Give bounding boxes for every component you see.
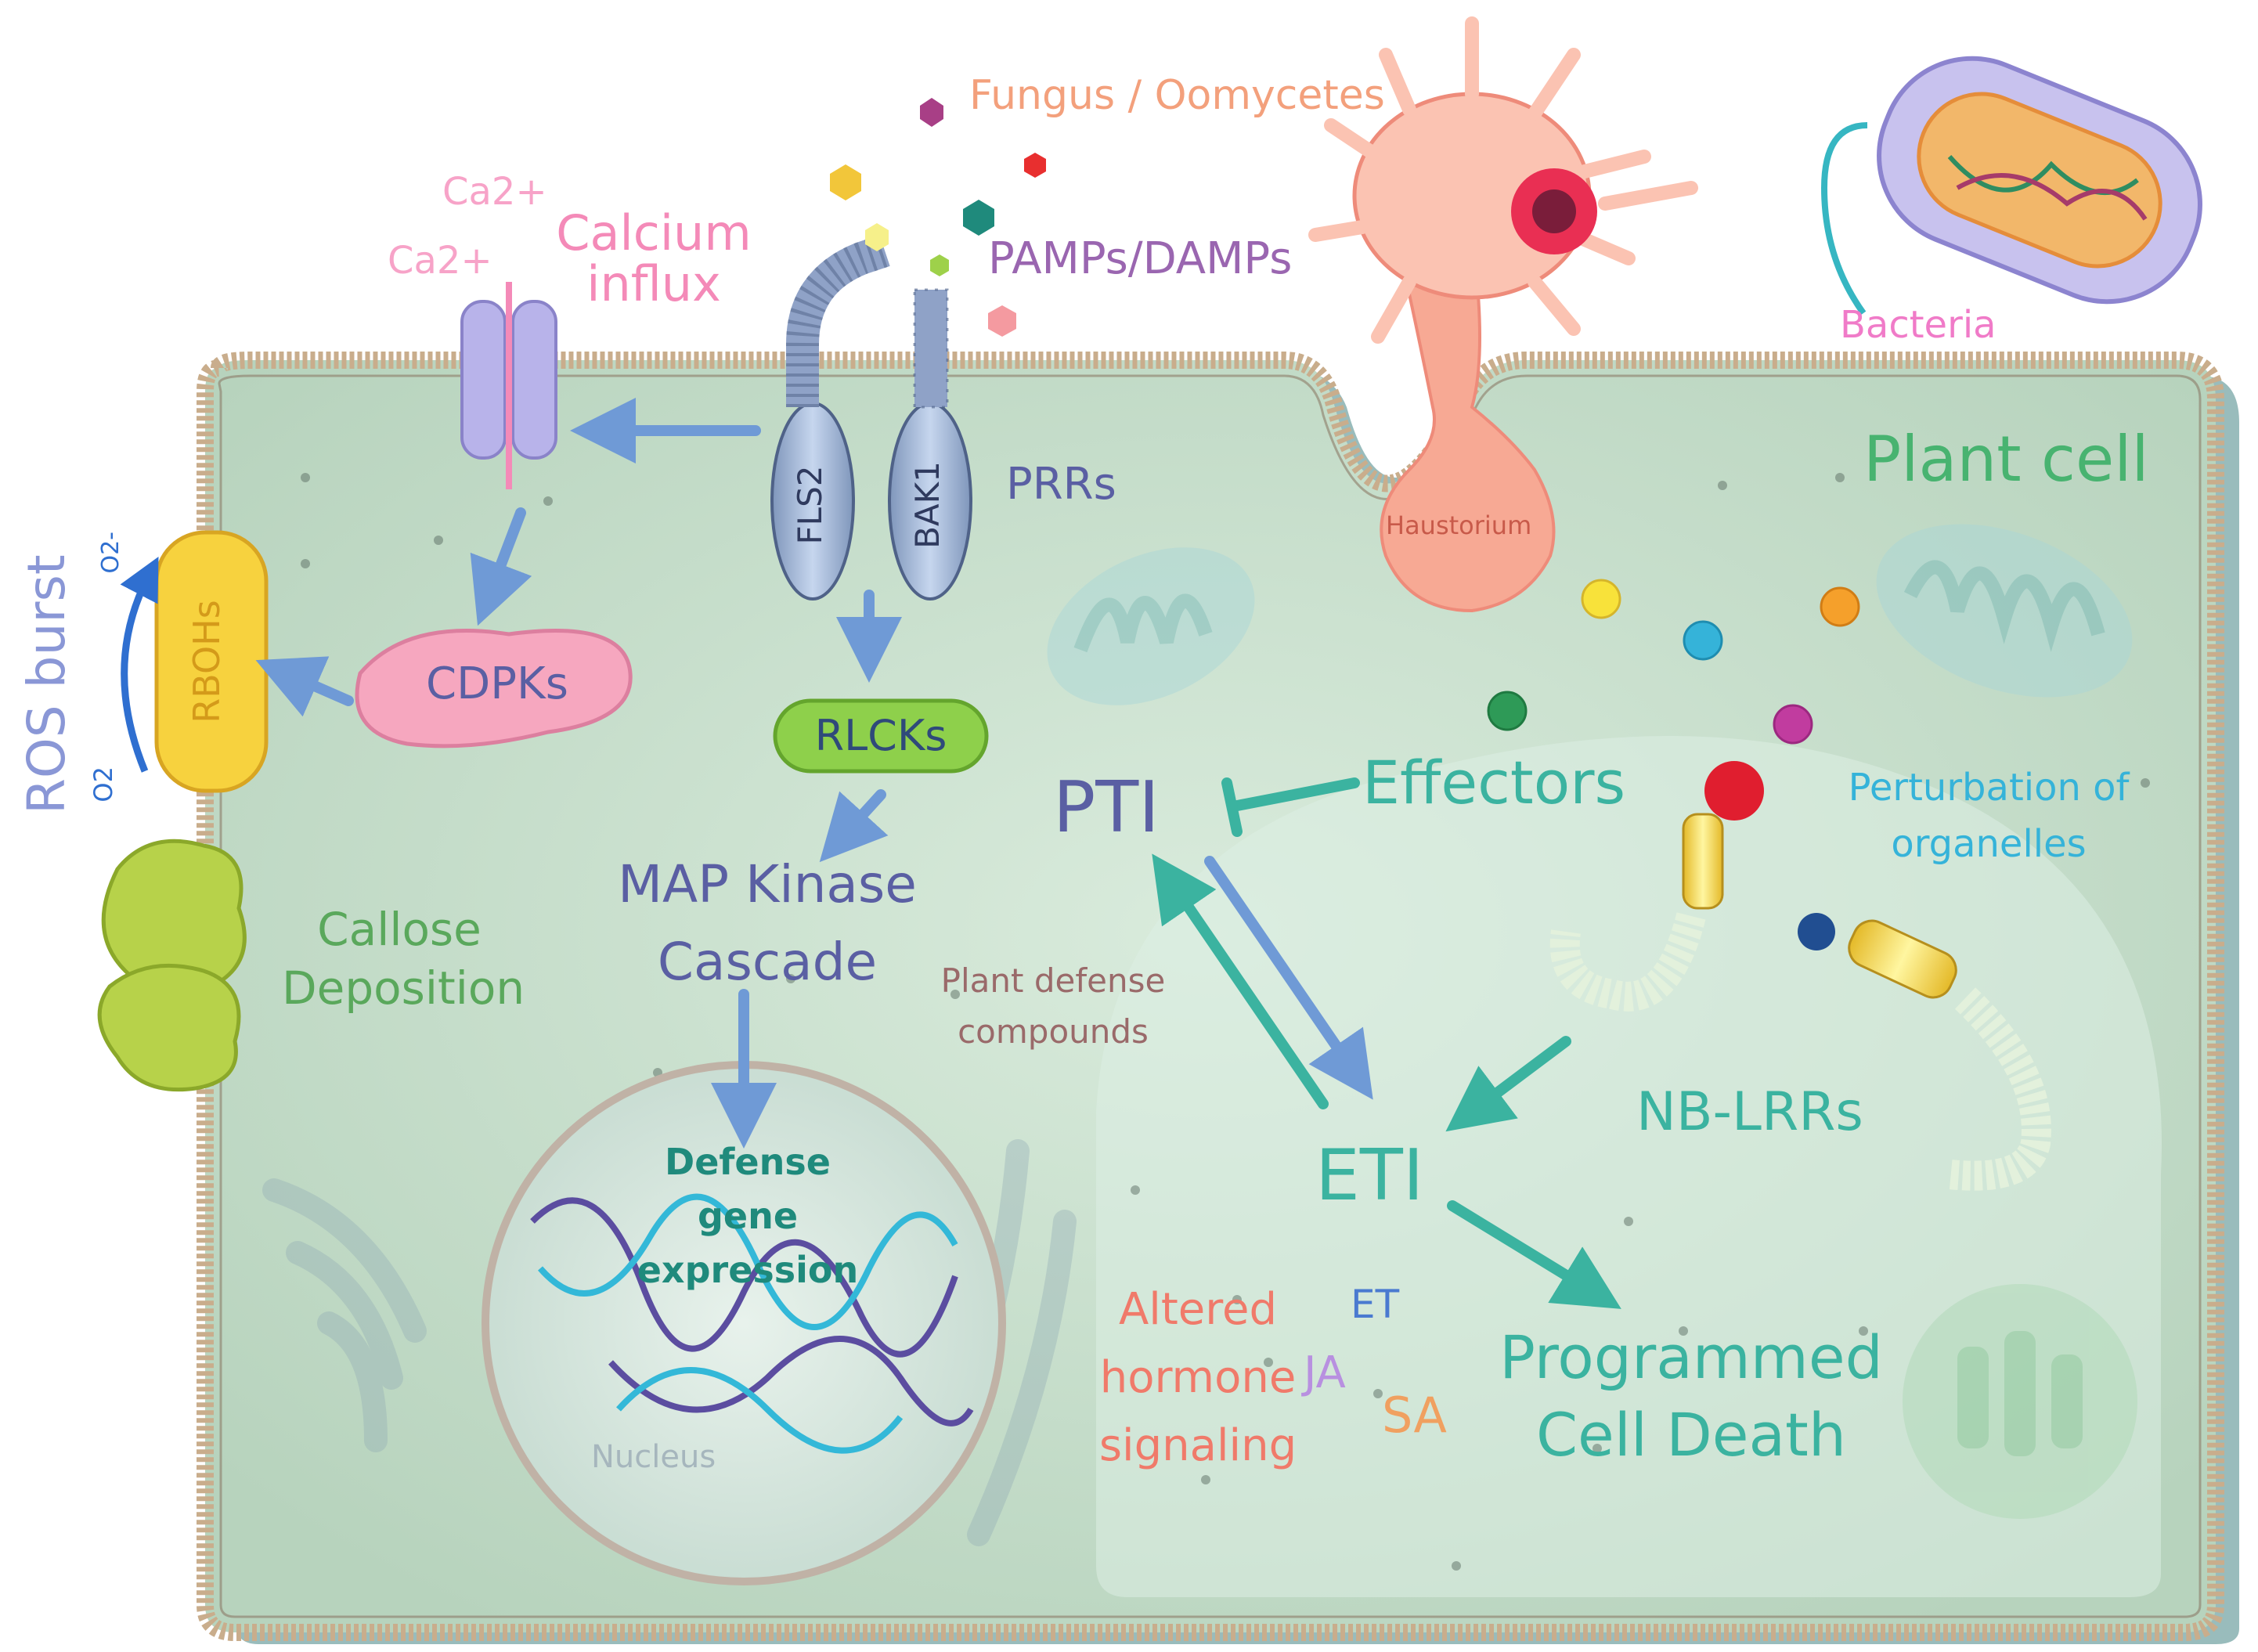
prrs-label: PRRs — [1006, 459, 1116, 510]
altered-hormone-label: Altered hormone signaling — [1098, 1284, 1297, 1471]
ros-burst-label: ROS burst — [16, 554, 77, 814]
fungus — [1308, 16, 1698, 613]
chloroplast-bottom — [1903, 1284, 2137, 1519]
calcium-channel — [460, 282, 557, 489]
inhibition-bar — [1221, 777, 1243, 837]
pamps-label: PAMPs/DAMPs — [988, 233, 1293, 284]
membrane-inner — [218, 374, 2202, 1618]
rlcks-label: RLCKs — [814, 711, 947, 760]
arrow-nblrr-to-eti — [1445, 1036, 1571, 1132]
pti-label: PTI — [1053, 766, 1160, 849]
arrow-channel-to-cdpks — [470, 507, 532, 626]
bacteria — [1820, 56, 2202, 316]
o2-label: O2 — [88, 766, 118, 803]
nb-lrr-2 — [1798, 913, 2051, 1191]
golgi-left — [262, 1178, 427, 1452]
o2-minus-label: O2- — [97, 531, 125, 574]
fungus-label: Fungus / Oomycetes — [969, 72, 1385, 119]
ca-ion-label-2: Ca2+ — [388, 239, 492, 283]
haustorium-label: Haustorium — [1386, 510, 1532, 540]
arrow-rlcks-to-map — [819, 789, 889, 863]
fls2-label: FLS2 — [791, 465, 829, 545]
rbohs-label: RBOHs — [186, 600, 228, 723]
cdpks-label: CDPKs — [426, 658, 568, 709]
plant-defense-label: Plant defense compounds — [940, 961, 1166, 1051]
bacteria-label: Bacteria — [1840, 303, 1996, 347]
arrow-cdpks-to-rbohs — [255, 656, 354, 717]
ros-curve-arrow — [120, 557, 159, 773]
signaling-arrows — [255, 398, 1621, 1309]
calcium-influx-label: Calcium influx — [556, 204, 752, 313]
defense-gene-label: Defense gene expression — [637, 1141, 859, 1291]
plant-cell-label: Plant cell — [1863, 423, 2149, 496]
bak1-receptor — [888, 288, 972, 601]
chloroplast-left — [1047, 547, 1255, 705]
chloroplast-right — [1876, 524, 2133, 698]
sa-label: SA — [1382, 1387, 1447, 1444]
effectors-label: Effectors — [1362, 748, 1626, 817]
effector-molecules — [1487, 579, 1860, 745]
map-kinase-label: MAP Kinase Cascade — [618, 854, 917, 992]
dna-helix — [530, 1193, 974, 1454]
pcd-label: Programmed Cell Death — [1499, 1322, 1883, 1470]
nucleus-label: Nucleus — [591, 1439, 716, 1475]
bak1-label: BAK1 — [908, 461, 947, 549]
arrow-eti-to-pcd — [1447, 1200, 1621, 1309]
perturbation-label: Perturbation of organelles — [1848, 766, 2130, 866]
callose-deposits — [97, 839, 247, 1092]
arrow-pti-to-eti — [1204, 856, 1373, 1100]
fls2-receptor — [770, 235, 890, 601]
rlcks-shape — [773, 698, 989, 774]
nb-lrrs-label: NB-LRRs — [1636, 1081, 1863, 1143]
cdpks-shape — [355, 629, 633, 748]
ca-ion-label-1: Ca2+ — [442, 170, 547, 214]
nb-lrr-1 — [1549, 761, 1764, 1012]
callose-label: Callose Deposition — [282, 903, 525, 1015]
ja-label: JA — [1304, 1347, 1346, 1398]
et-label: ET — [1351, 1282, 1400, 1327]
inhibition-effectors-pti — [1228, 777, 1360, 812]
eti-label: ETI — [1315, 1134, 1424, 1217]
pamp-molecules — [830, 98, 1046, 337]
arrow-eti-to-pti — [1152, 853, 1329, 1109]
